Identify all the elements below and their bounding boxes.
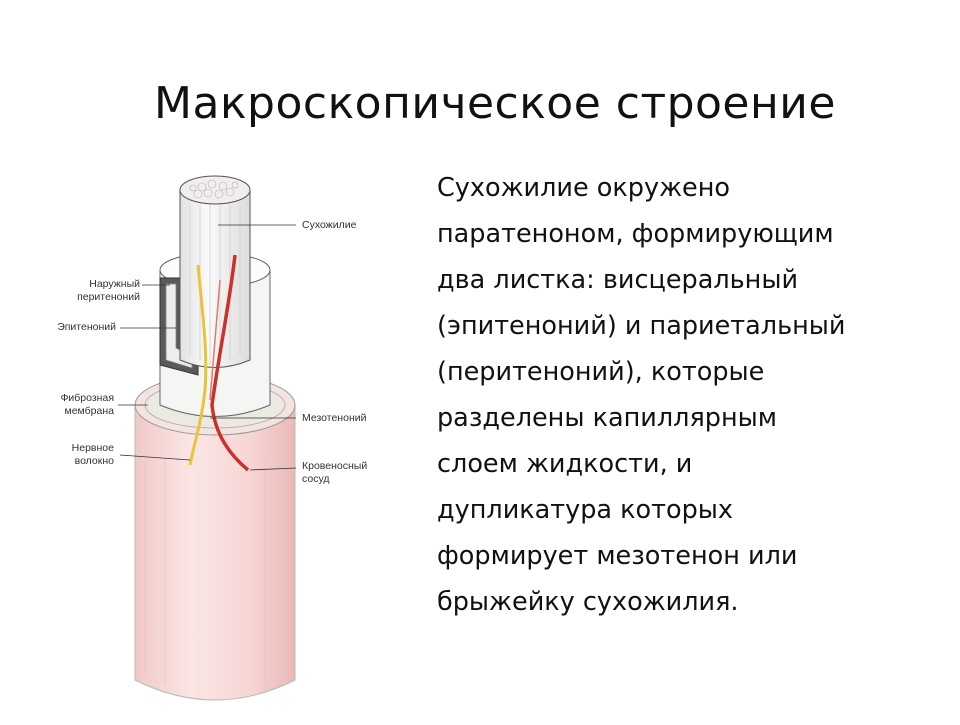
label-tendon: Сухожилие (302, 219, 357, 231)
body-line: два листка: висцеральный (437, 265, 799, 295)
label-outer-peritenon: Наружный перитеноний (30, 278, 140, 304)
body-line: брыжейку сухожилия. (437, 587, 739, 617)
slide-title: Макроскопическое строение (154, 78, 836, 129)
tendon-core (179, 175, 251, 368)
label-epitenon: Эпитеноний (57, 321, 116, 333)
label-line: Фиброзная (60, 392, 114, 404)
body-line: дупликатура которых (437, 495, 734, 525)
leader-lines (118, 224, 297, 471)
tendon-anatomy-figure: Сухожилие Наружный перитеноний Эпитенони… (30, 160, 430, 720)
body-line: паратеноном, формирующим (437, 219, 834, 249)
body-line: формирует мезотенон или (437, 541, 798, 571)
label-line: перитеноний (77, 291, 140, 303)
body-line: (эпитеноний) и париетальный (437, 311, 846, 341)
tendon-illustration (118, 175, 297, 701)
slide-body-text: Сухожилие окружено паратеноном, формирую… (437, 165, 947, 625)
label-line: Кровеносный (302, 460, 368, 472)
body-line: Сухожилие окружено (437, 173, 731, 203)
label-line: Наружный (89, 278, 140, 290)
label-fibrous-membrane: Фиброзная мембрана (30, 392, 114, 418)
body-line: (перитеноний), которые (437, 357, 765, 387)
body-line: разделены капиллярным (437, 403, 778, 433)
blood-vessel-path (210, 254, 250, 472)
nerve-fiber-path (188, 264, 208, 466)
label-line: мембрана (64, 405, 115, 417)
label-mesotenon: Мезотеноний (302, 412, 367, 424)
label-line: волокно (74, 455, 114, 467)
label-blood-vessel: Кровеносный сосуд (302, 460, 367, 486)
body-line: слоем жидкости, и (437, 449, 693, 479)
label-line: Нервное (71, 442, 114, 454)
label-nerve-fiber: Нервное волокно (30, 442, 114, 468)
label-line: сосуд (302, 473, 330, 485)
